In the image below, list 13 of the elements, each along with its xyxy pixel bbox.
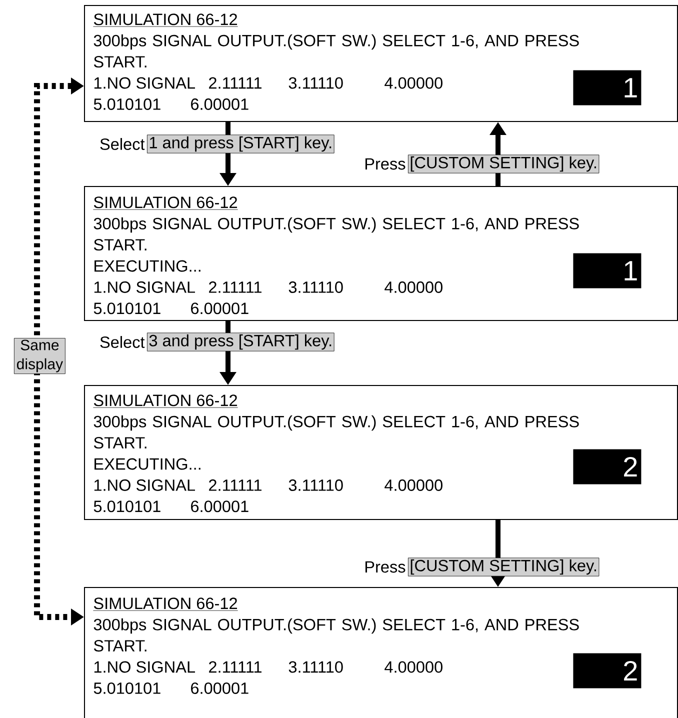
edge-label: [CUSTOM SETTING] key. — [408, 558, 600, 576]
instruction-text: Press — [365, 158, 406, 170]
instruction-text: Press — [365, 561, 406, 573]
number-display: 2 — [573, 449, 642, 484]
edge-label: [CUSTOM SETTING] key. — [408, 154, 600, 174]
number-display: 1 — [573, 70, 642, 106]
edge-label: 1 and press [START] key. — [147, 134, 334, 154]
number-display: 2 — [573, 653, 642, 688]
edge-label: Same display — [14, 338, 66, 374]
instruction-text: Select — [100, 138, 145, 150]
edge-label: 3 and press [START] key. — [147, 332, 334, 352]
number-display: 1 — [573, 253, 642, 288]
instruction-text: Select — [100, 336, 145, 348]
